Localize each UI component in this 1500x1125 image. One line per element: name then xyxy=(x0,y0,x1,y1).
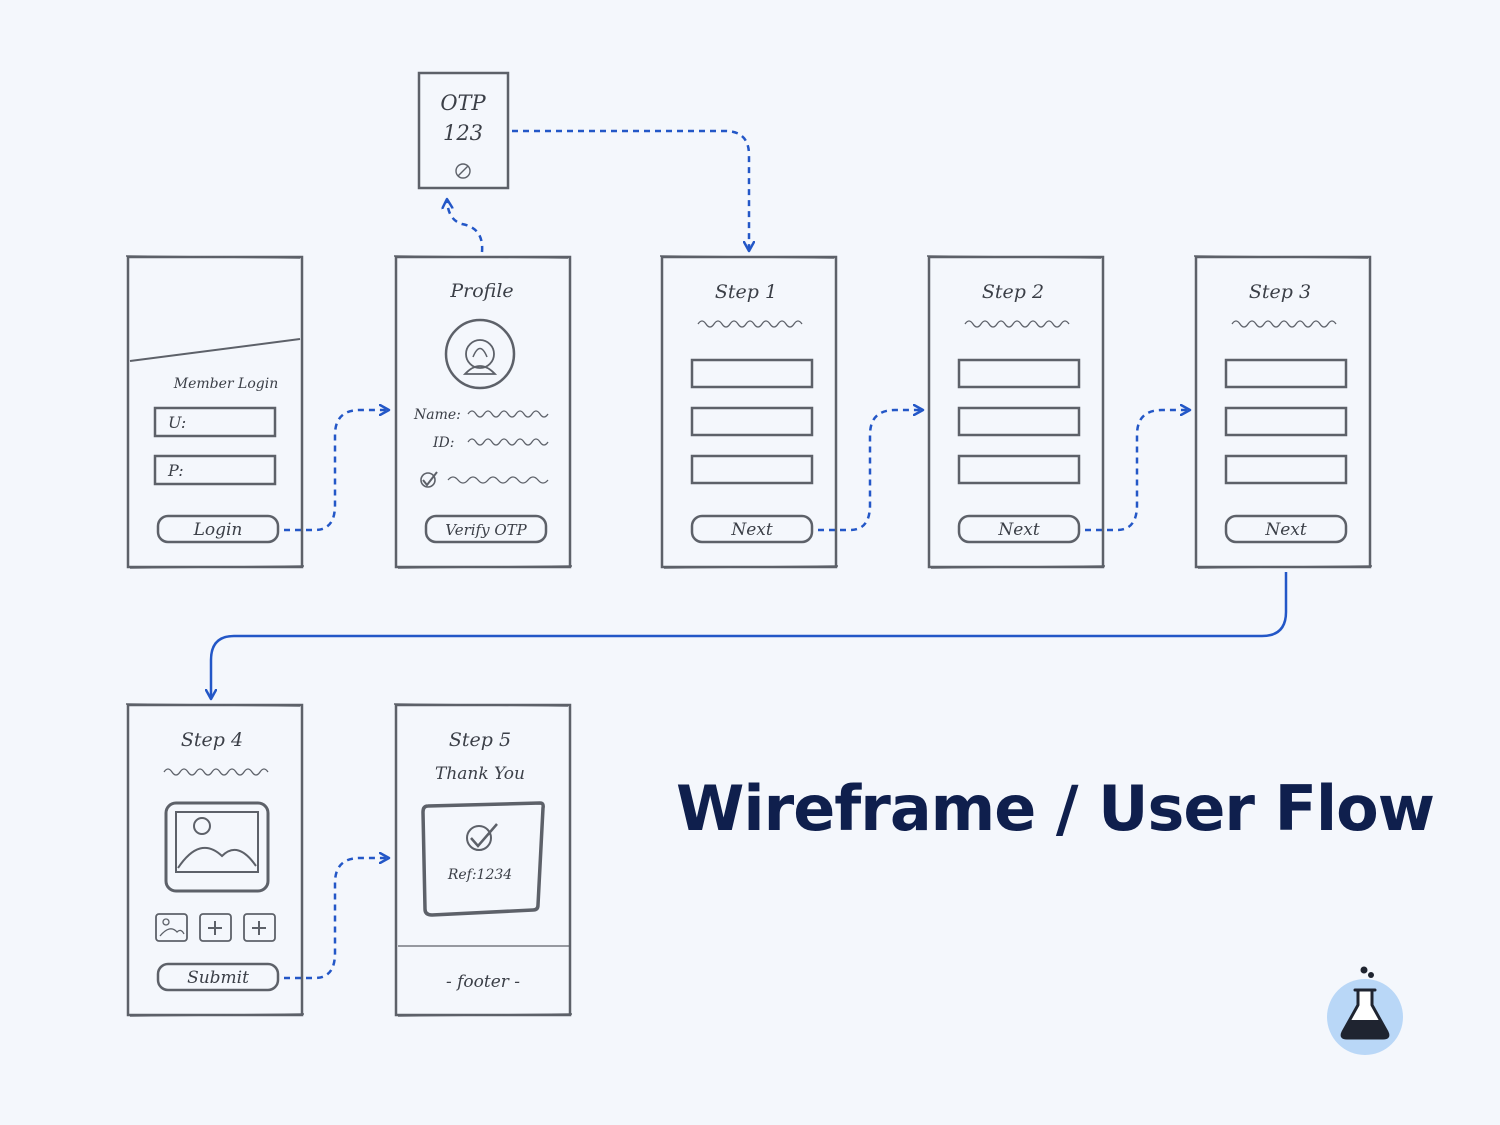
password-label: P: xyxy=(167,461,184,480)
name-scribble xyxy=(467,410,549,418)
connector-step3-step4 xyxy=(211,572,1288,698)
connector-profile-otp xyxy=(447,200,484,253)
connector-otp-step1 xyxy=(512,129,749,250)
step4-heading: Step 4 xyxy=(181,729,243,751)
plus-icon-2[interactable] xyxy=(243,913,276,942)
image-icon[interactable] xyxy=(164,801,270,893)
step3-scribble xyxy=(1231,320,1337,328)
connector-step1-step2 xyxy=(818,410,922,532)
step3-heading: Step 3 xyxy=(1249,281,1311,303)
screen-step4: Step 4 Submit xyxy=(125,703,305,1017)
page-title: Wireframe / User Flow xyxy=(676,772,1435,845)
step3-field-3[interactable] xyxy=(1224,454,1348,485)
screen-step2: Step 2 Next xyxy=(926,255,1106,569)
no-entry-icon[interactable] xyxy=(455,163,471,179)
step1-next-label: Next xyxy=(730,520,773,540)
otp-popup: OTP 123 xyxy=(417,71,510,190)
step4-scribble xyxy=(163,768,269,776)
step1-field-1[interactable] xyxy=(690,358,814,389)
submit-button-label: Submit xyxy=(187,968,249,988)
submit-button[interactable]: Submit xyxy=(156,962,280,992)
connector-step2-step3 xyxy=(1085,410,1189,532)
username-label: U: xyxy=(168,413,186,432)
step3-field-1[interactable] xyxy=(1224,358,1348,389)
step5-heading: Step 5 xyxy=(449,729,511,751)
flask-logo-icon xyxy=(1327,966,1403,1055)
screen-login: Member Login U: P: Login xyxy=(125,255,305,569)
check-circle-icon xyxy=(466,823,498,851)
otp-line1: OTP xyxy=(440,91,486,115)
step2-heading: Step 2 xyxy=(982,281,1044,303)
step2-field-1[interactable] xyxy=(957,358,1081,389)
step2-field-2[interactable] xyxy=(957,406,1081,437)
name-label: Name: xyxy=(413,407,461,423)
profile-heading: Profile xyxy=(449,280,513,302)
step3-next-button[interactable]: Next xyxy=(1224,514,1348,544)
connector-login-profile xyxy=(284,410,388,532)
step5-subheading: Thank You xyxy=(435,764,525,784)
footer-label: - footer - xyxy=(446,972,520,992)
step1-field-3[interactable] xyxy=(690,454,814,485)
step1-field-2[interactable] xyxy=(690,406,814,437)
screen-step5: Step 5 Thank You Ref:1234 - footer - xyxy=(393,703,573,1017)
confirmation-card xyxy=(421,801,545,917)
step1-next-button[interactable]: Next xyxy=(690,514,814,544)
step1-heading: Step 1 xyxy=(715,281,777,303)
username-field[interactable]: U: xyxy=(153,406,277,438)
step2-next-button[interactable]: Next xyxy=(957,514,1081,544)
connector-step4-step5 xyxy=(284,858,388,980)
screen-step3: Step 3 Next xyxy=(1193,255,1373,569)
id-label: ID: xyxy=(432,435,454,451)
login-heading: Member Login xyxy=(173,376,278,392)
flow-connectors xyxy=(211,129,1288,980)
step2-field-3[interactable] xyxy=(957,454,1081,485)
login-button-label: Login xyxy=(193,520,243,540)
step2-scribble xyxy=(964,320,1070,328)
otp-line2: 123 xyxy=(443,121,483,145)
screen-step1: Step 1 Next xyxy=(659,255,839,569)
verify-otp-button[interactable]: Verify OTP xyxy=(424,514,548,544)
id-scribble xyxy=(467,438,549,446)
thumbnail-image-icon[interactable] xyxy=(155,913,188,942)
login-button[interactable]: Login xyxy=(156,514,280,544)
avatar-icon xyxy=(444,318,516,390)
plus-icon[interactable] xyxy=(199,913,232,942)
step3-field-2[interactable] xyxy=(1224,406,1348,437)
reference-number: Ref:1234 xyxy=(447,867,512,883)
checkbox-icon[interactable] xyxy=(420,471,438,488)
step3-next-label: Next xyxy=(1264,520,1307,540)
screen-profile: Profile Name: ID: Verify OTP xyxy=(393,255,573,569)
checkbox-scribble xyxy=(447,476,549,484)
password-field[interactable]: P: xyxy=(153,454,277,486)
step2-next-label: Next xyxy=(997,520,1040,540)
verify-otp-button-label: Verify OTP xyxy=(445,521,527,539)
step1-scribble xyxy=(697,320,803,328)
